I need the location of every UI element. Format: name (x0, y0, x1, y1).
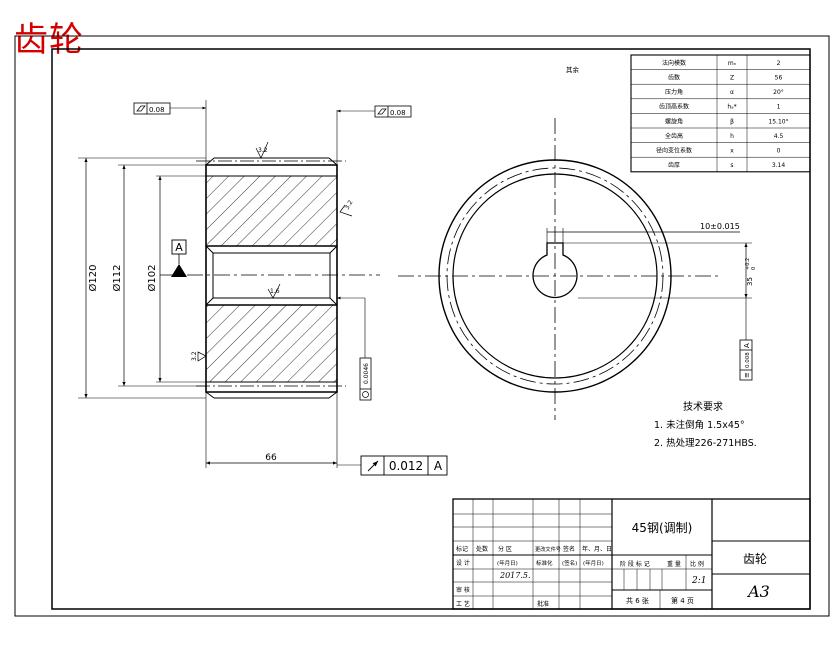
paper-size: A3 (746, 582, 770, 601)
svg-text:阶 段 标 记: 阶 段 标 记 (620, 560, 650, 568)
param-value: 1 (777, 104, 781, 111)
design-date: 2017.5. (499, 571, 531, 580)
tech-item-1: 1. 未注倒角 1.5x45° (654, 419, 745, 431)
svg-text:批准: 批准 (537, 600, 549, 608)
param-value: 0 (777, 148, 781, 155)
svg-text:设 计: 设 计 (456, 559, 470, 567)
param-name: 全齿高 (665, 132, 683, 140)
svg-text:0.008: 0.008 (745, 352, 751, 368)
svg-text:0.0046: 0.0046 (363, 363, 370, 384)
svg-text:更改文件号: 更改文件号 (535, 545, 561, 553)
param-name: 齿数 (668, 74, 680, 82)
tech-item-2: 2. 热处理226-271HBS. (654, 437, 757, 449)
param-name: 法向模数 (662, 59, 686, 67)
inner-frame (51, 48, 811, 610)
title-block-text: 标记 处数 分 区 更改文件号 签名 年、月、日 设 计 (年月日) 标准化 (… (456, 521, 770, 608)
front-view: 10±0.015 35 +0.2 0 A 0.008 ≡ (398, 118, 757, 420)
param-symbol: s (730, 162, 733, 169)
width-dim: 66 (205, 100, 338, 468)
svg-text:A: A (743, 343, 751, 348)
param-name: 齿厚 (668, 161, 680, 169)
datum-a: A (171, 239, 187, 277)
dim-key-depth: 35 (746, 277, 754, 286)
roughness-chamfer: 3.2 (339, 199, 355, 217)
svg-text:重 量: 重 量 (667, 560, 681, 568)
svg-text:标准化: 标准化 (536, 559, 553, 567)
svg-text:3.2: 3.2 (258, 147, 268, 154)
outer-frame (14, 35, 830, 617)
section-view (160, 157, 380, 399)
svg-text:≡: ≡ (743, 372, 751, 378)
dim-width: 66 (265, 453, 277, 463)
flatness-left: 0.08 (133, 102, 206, 115)
tech-requirements: 技术要求 1. 未注倒角 1.5x45° 2. 热处理226-271HBS. (654, 400, 757, 449)
param-value: 20° (773, 89, 784, 96)
drawing-title-red: 齿轮 (14, 20, 84, 60)
runout-value: 0.012 (389, 459, 423, 473)
svg-text:0.08: 0.08 (390, 109, 406, 117)
title-block (452, 498, 811, 610)
param-value: 2 (777, 60, 781, 67)
svg-text:标记: 标记 (456, 545, 468, 553)
sheet-number: 第 4 页 (671, 596, 694, 605)
scale: 2:1 (691, 576, 706, 586)
param-symbol: β (730, 118, 734, 125)
flatness-right: 0.08 (337, 105, 412, 118)
param-name: 螺旋角 (665, 117, 683, 125)
svg-text:(签名): (签名) (562, 559, 577, 567)
dim-d112: Ø112 (111, 265, 123, 292)
roughness-face: 3.2 (191, 351, 207, 362)
keyway-bore (532, 242, 578, 299)
diameter-dims: Ø120 Ø112 Ø102 (78, 157, 206, 399)
svg-text:3.2: 3.2 (344, 199, 355, 211)
svg-text:3.2: 3.2 (191, 351, 198, 361)
roughness-note: 其余 (566, 65, 580, 74)
dim-d102: Ø102 (146, 265, 158, 292)
roughness-bore: 1.6 (267, 283, 281, 299)
svg-text:分 区: 分 区 (498, 545, 512, 553)
param-name: 径向变位系数 (656, 147, 692, 155)
param-symbol: x (730, 148, 734, 155)
svg-text:1.6: 1.6 (270, 288, 280, 295)
svg-text:年、月、日: 年、月、日 (582, 545, 612, 553)
runout-frame: 0.012 A (337, 455, 448, 476)
svg-text:工 艺: 工 艺 (456, 600, 470, 608)
param-value: 56 (775, 75, 783, 82)
param-name: 齿顶高系数 (659, 103, 689, 111)
dim-d120: Ø120 (87, 265, 99, 292)
param-symbol: h (730, 133, 734, 140)
dim-key-width: 10±0.015 (700, 222, 740, 231)
roughness-top: 3.2 (255, 141, 269, 159)
svg-text:(年月日): (年月日) (497, 559, 518, 567)
param-name: 压力角 (665, 88, 683, 96)
svg-text:审 核: 审 核 (456, 586, 470, 594)
svg-text:比 例: 比 例 (690, 560, 704, 568)
param-value: 15.10° (768, 118, 788, 125)
sheets-total: 共 6 张 (626, 596, 649, 605)
svg-text:+0.2: +0.2 (745, 258, 751, 270)
param-symbol: mₙ (728, 60, 737, 67)
svg-text:A: A (175, 241, 183, 254)
material: 45钢(调制) (632, 521, 693, 535)
svg-text:0: 0 (751, 267, 757, 270)
svg-text:签名: 签名 (563, 545, 575, 553)
cylindricity-frame: 0.0046 (337, 296, 372, 401)
param-value: 4.5 (774, 133, 784, 140)
svg-text:0.08: 0.08 (149, 106, 165, 114)
param-symbol: Z (730, 75, 734, 82)
tech-heading: 技术要求 (683, 400, 723, 413)
param-value: 3.14 (772, 162, 786, 169)
svg-text:A: A (434, 459, 443, 473)
svg-text:(年月日): (年月日) (583, 559, 604, 567)
param-symbol: hₐ* (727, 104, 736, 111)
svg-text:处数: 处数 (476, 545, 488, 553)
param-symbol: α (730, 89, 734, 96)
parameter-table: 法向模数 mₙ 2 齿数 Z 56 压力角 α 20° 齿顶高系数 hₐ* 1 螺旋角 β 15.10° 全齿… (630, 54, 811, 173)
part-name: 齿轮 (743, 552, 767, 566)
